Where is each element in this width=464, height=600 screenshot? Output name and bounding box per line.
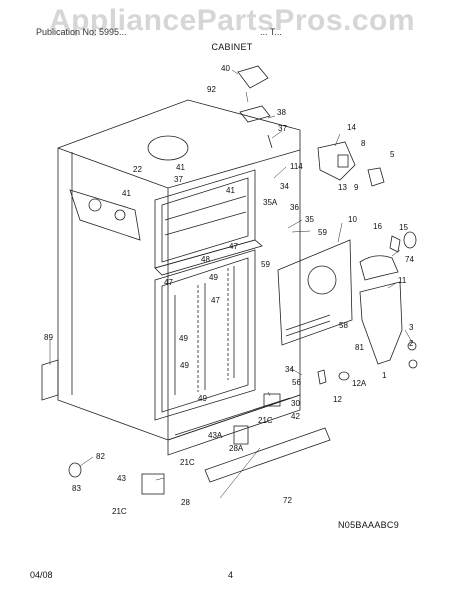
callout: 59 <box>318 228 327 237</box>
callout: 30 <box>291 399 300 408</box>
callout: 59 <box>261 260 270 269</box>
callout: 43A <box>208 431 223 440</box>
callout: 58 <box>339 321 348 330</box>
callout-labels: 40 92 38 37 14 22 41 8 5 114 37 41 41 13… <box>44 64 414 516</box>
callout: 34 <box>280 182 289 191</box>
publication-label: Publication No: 5995... <box>36 27 127 37</box>
callout: 47 <box>164 278 173 287</box>
callout: 2 <box>409 339 414 348</box>
callout: 15 <box>399 223 408 232</box>
callout: 1 <box>382 371 387 380</box>
callout: 21C <box>258 416 273 425</box>
callout: 9 <box>354 183 359 192</box>
callout: 37 <box>174 175 183 184</box>
callout: 10 <box>348 215 357 224</box>
callout: 92 <box>207 85 216 94</box>
callout: 41 <box>176 163 185 172</box>
callout: 74 <box>405 255 414 264</box>
callout: 22 <box>133 165 142 174</box>
watermark: AppliancePartsPros.com <box>48 4 416 37</box>
callout: 12 <box>333 395 342 404</box>
callout: 47 <box>229 242 238 251</box>
callout: 114 <box>290 162 303 171</box>
callout: 41 <box>226 186 235 195</box>
callout: 5 <box>390 150 395 159</box>
model-label: ... T... <box>260 27 282 37</box>
page-number: 4 <box>228 570 234 580</box>
callout: 3 <box>409 323 414 332</box>
callout: 21C <box>112 507 127 516</box>
callout: 49 <box>180 361 189 370</box>
diagram-code: N05BAAABC9 <box>338 520 400 530</box>
callout: 43 <box>117 474 126 483</box>
leader-lines <box>49 69 413 499</box>
callout: 83 <box>72 484 81 493</box>
callout: 28A <box>229 444 244 453</box>
callout: 40 <box>221 64 230 73</box>
callout: 12A <box>352 379 367 388</box>
footer-date: 04/08 <box>30 570 53 580</box>
callout: 89 <box>44 333 53 342</box>
callout: 42 <box>291 412 300 421</box>
callout: 36 <box>290 203 299 212</box>
callout: 38 <box>277 108 286 117</box>
callout: 14 <box>347 123 356 132</box>
callout: 34 <box>285 365 294 374</box>
callout: 49 <box>198 394 207 403</box>
callout: 48 <box>201 255 210 264</box>
callout: 37 <box>278 124 287 133</box>
callout: 47 <box>211 296 220 305</box>
callout: 35A <box>263 198 278 207</box>
callout: 81 <box>355 343 364 352</box>
callout: 8 <box>361 139 366 148</box>
callout: 16 <box>373 222 382 231</box>
callout: 35 <box>305 215 314 224</box>
callout: 11 <box>398 276 407 285</box>
callout: 72 <box>283 496 292 505</box>
callout: 49 <box>179 334 188 343</box>
component-parts <box>41 65 418 495</box>
callout: 21C <box>180 458 195 467</box>
callout: 82 <box>96 452 105 461</box>
callout: 41 <box>122 189 131 198</box>
callout: 28 <box>181 498 190 507</box>
callout: 13 <box>338 183 347 192</box>
callout: 49 <box>209 273 218 282</box>
callout: 56 <box>292 378 301 387</box>
section-title: CABINET <box>211 42 253 52</box>
cabinet-shell <box>57 99 301 456</box>
